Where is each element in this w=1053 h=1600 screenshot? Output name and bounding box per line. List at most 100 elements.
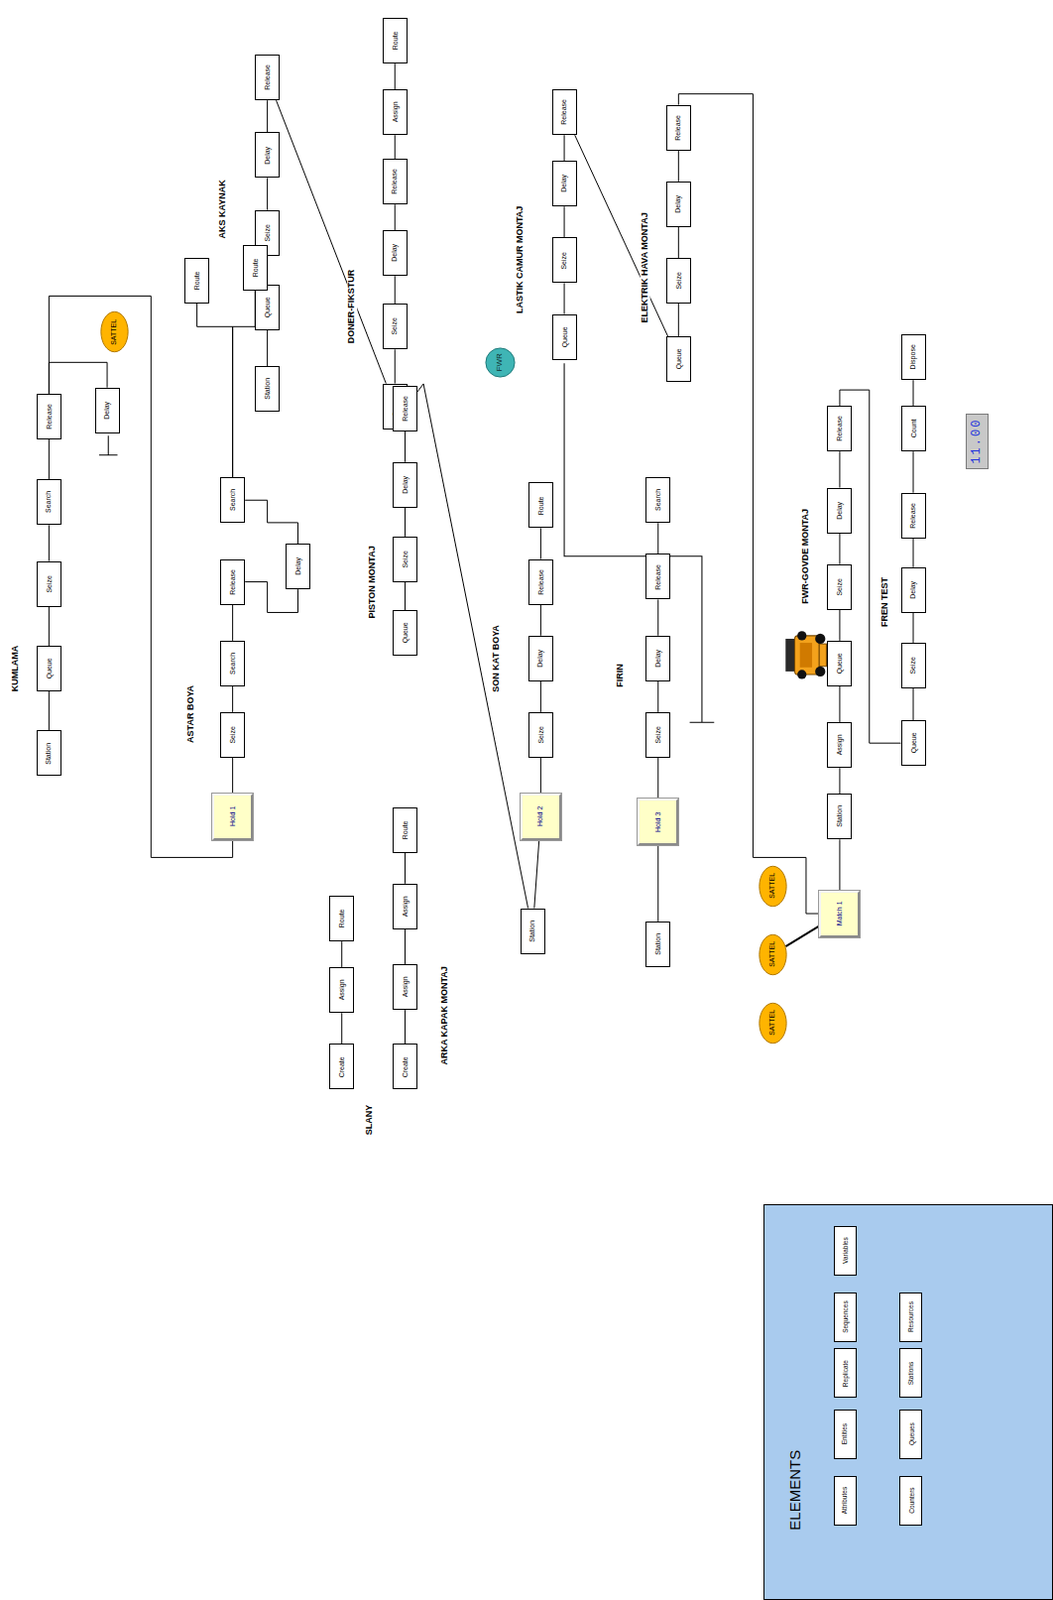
- connector: [678, 227, 680, 258]
- module-box: Queue: [254, 284, 280, 331]
- connector: [48, 295, 233, 857]
- connector: [48, 691, 50, 730]
- module-box: Release: [392, 385, 418, 432]
- connector: [394, 63, 396, 90]
- module-box: Seize: [826, 564, 852, 610]
- node-text: Release: [654, 564, 663, 590]
- connector: [657, 757, 659, 799]
- node-text: Seize: [45, 575, 54, 593]
- node-text: Release: [560, 99, 569, 125]
- module-box: Release: [826, 405, 852, 452]
- connector: [838, 451, 840, 487]
- group-label: FIRIN: [615, 662, 626, 689]
- node-text: Seize: [560, 251, 569, 270]
- module-box: Route: [528, 481, 554, 528]
- module-box: Assign: [329, 966, 354, 1013]
- node-text: Delay: [560, 174, 569, 193]
- connector: [394, 134, 396, 159]
- node-text: Delay: [835, 501, 844, 520]
- module-box: Queue: [901, 719, 927, 766]
- node-text: Seize: [674, 271, 683, 290]
- node-text: Release: [45, 403, 54, 430]
- module-box: Station: [645, 921, 671, 967]
- module-box: Release: [528, 559, 554, 605]
- node-text: Delay: [390, 243, 399, 262]
- module-box: Delay: [254, 131, 280, 178]
- node-text: Hold 1: [229, 806, 237, 826]
- connector: [341, 940, 343, 967]
- node-text: Search: [229, 488, 237, 511]
- connector: [197, 303, 234, 477]
- connector: [564, 134, 566, 161]
- node-text: Assign: [835, 734, 844, 756]
- module-box: Delay: [645, 635, 671, 682]
- node-text: Release: [263, 64, 272, 91]
- module-box: Assign: [392, 963, 418, 1010]
- node-text: Count: [909, 419, 918, 439]
- group-label: ASTAR BOYA: [187, 684, 198, 744]
- node-text: Route: [401, 819, 410, 839]
- module-box: Release: [901, 492, 927, 539]
- module-box: Delay: [826, 487, 852, 534]
- node-text: Station: [654, 933, 663, 955]
- node-text: Release: [229, 569, 237, 595]
- node-text: Route: [193, 271, 202, 291]
- group-label: DONER-FIKSTUR: [347, 267, 357, 345]
- node-text: Queues: [907, 1421, 915, 1445]
- group-label: SLANY: [365, 1103, 376, 1137]
- resource-oval: SATTEL: [758, 864, 788, 908]
- connector: [417, 383, 529, 909]
- node-text: Delay: [401, 475, 410, 494]
- node-text: Create: [338, 1055, 347, 1077]
- module-box: Queue: [826, 640, 852, 687]
- element-button: Sequences: [833, 1291, 857, 1342]
- group-label: LASTIK CAMUR MONTAJ: [515, 205, 526, 315]
- connector: [341, 1012, 343, 1044]
- node-text: Release: [674, 115, 683, 141]
- group-label: AKS KAYNAK: [217, 178, 228, 239]
- connector: [913, 451, 915, 492]
- module-box: Seize: [36, 561, 62, 607]
- connector: [913, 688, 915, 720]
- group-label: KUMLAMA: [11, 644, 22, 694]
- node-text: 11.00: [970, 418, 984, 465]
- node-text: Seize: [835, 578, 844, 596]
- module-box: Route: [392, 807, 418, 853]
- node-text: Release: [537, 569, 546, 595]
- element-button: Resources: [899, 1291, 923, 1342]
- module-box: Search: [645, 476, 671, 523]
- node-text: Create: [401, 1055, 410, 1077]
- node-text: SATTEL: [768, 1009, 777, 1036]
- connector: [838, 533, 840, 565]
- node-text: Seize: [263, 224, 272, 242]
- node-text: Queue: [835, 652, 844, 674]
- connector: [394, 204, 396, 231]
- node-text: Search: [229, 652, 237, 675]
- hold-box: Hold 3: [637, 798, 679, 845]
- module-box: Station: [826, 793, 852, 839]
- module-box: Seize: [220, 711, 245, 758]
- module-box: Seize: [552, 236, 578, 283]
- module-box: Create: [329, 1043, 354, 1089]
- node-text: Station: [835, 805, 844, 827]
- hold-box: Hold 2: [520, 793, 562, 840]
- node-text: Station: [528, 920, 537, 942]
- module-box: Release: [254, 54, 280, 101]
- connector: [233, 290, 256, 478]
- connector: [540, 604, 542, 636]
- connector: [266, 177, 268, 210]
- element-button: Counters: [899, 1475, 923, 1525]
- node-text: Delay: [909, 581, 918, 599]
- module-box: Delay: [901, 567, 927, 613]
- module-box: Delay: [666, 181, 692, 228]
- node-text: Counters: [907, 1487, 915, 1514]
- node-text: Seize: [909, 656, 918, 675]
- module-box: Seize: [645, 711, 671, 758]
- node-text: Match 1: [835, 901, 844, 927]
- node-text: Entities: [841, 1422, 849, 1444]
- module-box: Queue: [392, 609, 418, 656]
- element-button: Stations: [899, 1347, 923, 1398]
- node-text: Replicate: [841, 1359, 849, 1387]
- module-box: Route: [184, 257, 210, 304]
- module-box: Route: [242, 244, 268, 291]
